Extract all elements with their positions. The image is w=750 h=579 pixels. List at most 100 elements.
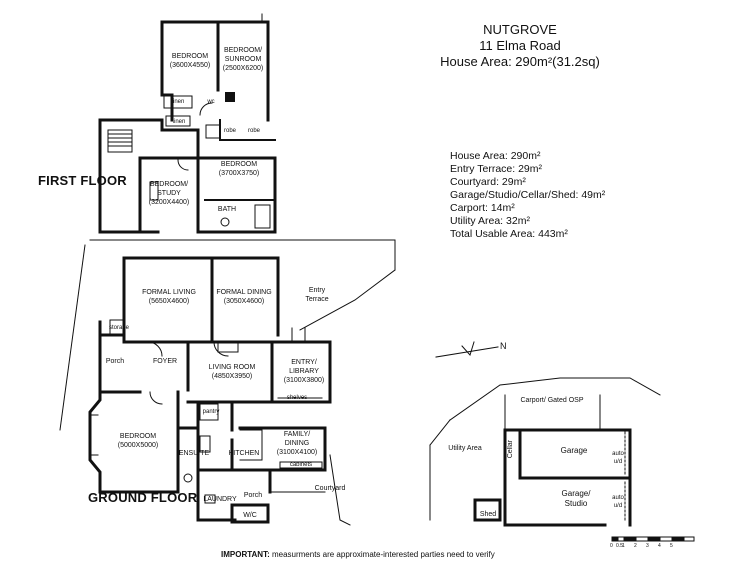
room-name: Entry Terrace <box>305 287 329 303</box>
room-label-formal-living: FORMAL LIVING (5650X4600) <box>134 288 204 306</box>
room-dimensions: (4850X3950) <box>211 373 253 380</box>
room-name: linen <box>172 119 186 125</box>
room-dimensions: (3050X4600) <box>223 298 265 305</box>
area-house: House Area: 290m² <box>450 150 541 162</box>
room-label-auto-2: auto u/d <box>608 494 628 510</box>
room-label-linen-2: linen <box>166 118 192 126</box>
room-label-entry-terrace: Entry Terrace <box>300 286 334 304</box>
room-name: auto u/d <box>612 451 624 465</box>
scale-tick-label: 0.5 <box>616 543 623 549</box>
project-address: 11 Elma Road <box>479 38 561 53</box>
room-label-courtyard: Courtyard <box>310 484 350 493</box>
room-name: cabinets <box>289 462 313 468</box>
room-name: Porch <box>105 358 125 365</box>
room-name: BEDROOM/ STUDY <box>149 181 189 197</box>
room-name: FOYER <box>152 358 178 365</box>
room-dimensions: (3200X4400) <box>148 199 190 206</box>
scale-tick-label: 5 <box>670 543 673 549</box>
room-name: shelves <box>286 395 308 401</box>
room-name: Garage/ Studio <box>561 489 591 508</box>
room-name: Porch <box>243 492 263 499</box>
room-name: auto u/d <box>612 495 624 509</box>
room-label-bath: BATH <box>212 205 242 214</box>
room-name: ENSUITE <box>178 450 210 457</box>
room-label-garage: Garage <box>552 446 596 456</box>
room-label-utility-area: Utility Area <box>445 444 485 453</box>
room-label-auto-1: auto u/d <box>608 450 628 466</box>
room-name: ENTRY/ LIBRARY <box>289 359 319 375</box>
room-label-storage: storage <box>108 324 130 332</box>
room-label-entry-library: ENTRY/ LIBRARY (3100X3800) <box>278 358 330 385</box>
important-note-text: measurments are approximate-interested p… <box>269 550 495 559</box>
room-name: linen <box>171 99 185 105</box>
room-name: BEDROOM/ SUNROOM <box>223 47 263 63</box>
room-name: BEDROOM <box>119 433 157 440</box>
important-note: IMPORTANT: measurments are approximate-i… <box>221 550 495 559</box>
room-name: storage <box>108 325 129 331</box>
ground-floor-details <box>91 319 326 504</box>
room-dimensions: (3700X3750) <box>218 170 260 177</box>
scale-tick-label: 4 <box>658 543 661 549</box>
area-courtyard: Courtyard: 29m² <box>450 176 526 188</box>
room-label-bedroom-main: BEDROOM(5000X5000) <box>108 432 168 450</box>
room-label-robe-2: robe <box>243 127 265 135</box>
area-summary: House Area: 290m² Entry Terrace: 29m² Co… <box>450 150 605 241</box>
room-label-family-dining: FAMILY/ DINING (3100X4100) <box>272 430 322 457</box>
room-dimensions: (5650X4600) <box>148 298 190 305</box>
room-label-first-bedroom-sunroom: BEDROOM/ SUNROOM(2500X6200) <box>220 46 266 73</box>
room-name: robe <box>247 128 260 134</box>
room-label-foyer: FOYER <box>150 357 180 366</box>
room-label-cabinets: cabinets <box>284 461 318 469</box>
room-label-first-bedroom-1: BEDROOM (3600X4550) <box>165 52 215 70</box>
important-note-bold: IMPORTANT: <box>221 550 270 559</box>
scale-tick-label: 2 <box>634 543 637 549</box>
room-label-ensuite: ENSUITE <box>176 449 212 458</box>
room-name: W/C <box>243 512 257 519</box>
first-floor-walls <box>98 20 277 234</box>
room-name: BEDROOM <box>171 53 209 60</box>
area-carport: Carport: 14m² <box>450 202 515 214</box>
scale-bar <box>611 536 695 542</box>
room-label-laundry: LAUNDRY <box>202 495 238 504</box>
area-garage-studio: Garage/Studio/Cellar/Shed: 49m² <box>450 189 606 201</box>
room-name: BATH <box>217 206 237 213</box>
room-label-robe-1: robe <box>220 127 240 135</box>
room-name: FORMAL LIVING <box>142 289 196 296</box>
room-name: robe <box>223 128 236 134</box>
room-label-wc-small: wc <box>202 98 220 106</box>
room-label-linen-1: linen <box>164 98 192 106</box>
project-title: NUTGROVE <box>483 22 557 37</box>
project-house-area: House Area: 290m²(31.2sq) <box>440 54 600 69</box>
area-total: Total Usable Area: 443m² <box>450 228 568 240</box>
room-dimensions: (3600X4550) <box>169 62 211 69</box>
room-label-shed: Shed <box>476 510 500 519</box>
room-name: Carport/ Gated OSP <box>520 397 584 404</box>
area-utility: Utility Area: 32m² <box>450 215 530 227</box>
room-name: FORMAL DINING <box>216 289 272 296</box>
room-name: wc <box>207 99 215 105</box>
room-label-living-room: LIVING ROOM (4850X3950) <box>200 363 264 381</box>
room-label-porch-1: Porch <box>104 357 126 366</box>
area-entry-terrace: Entry Terrace: 29m² <box>450 163 543 175</box>
room-name: FAMILY/ DINING <box>283 431 311 447</box>
scale-tick-label: 3 <box>646 543 649 549</box>
first-floor-label: FIRST FLOOR <box>38 173 127 188</box>
room-label-formal-dining: FORMAL DINING (3050X4600) <box>216 288 272 306</box>
room-dimensions: (3100X3800) <box>283 377 325 384</box>
room-name: LIVING ROOM <box>208 364 256 371</box>
room-dimensions: (3100X4100) <box>276 449 318 456</box>
first-floor-details <box>107 13 271 229</box>
outbuilding-walls <box>429 377 661 521</box>
scale-tick-label: 0 <box>610 543 613 549</box>
room-label-wc: W/C <box>238 511 262 520</box>
room-label-kitchen: KITCHEN <box>224 449 264 458</box>
room-name: LAUNDRY <box>203 496 237 503</box>
room-name: Courtyard <box>314 485 346 492</box>
room-label-shelves: shelves <box>282 394 312 402</box>
room-name: Shed <box>479 511 497 518</box>
room-name: pantry <box>202 409 220 415</box>
room-label-garage-studio: Garage/ Studio <box>554 489 598 509</box>
room-label-first-bedroom-2: BEDROOM(3700X3750) <box>205 160 273 178</box>
room-label-first-bedroom-study: BEDROOM/ STUDY (3200X4400) <box>142 180 196 207</box>
